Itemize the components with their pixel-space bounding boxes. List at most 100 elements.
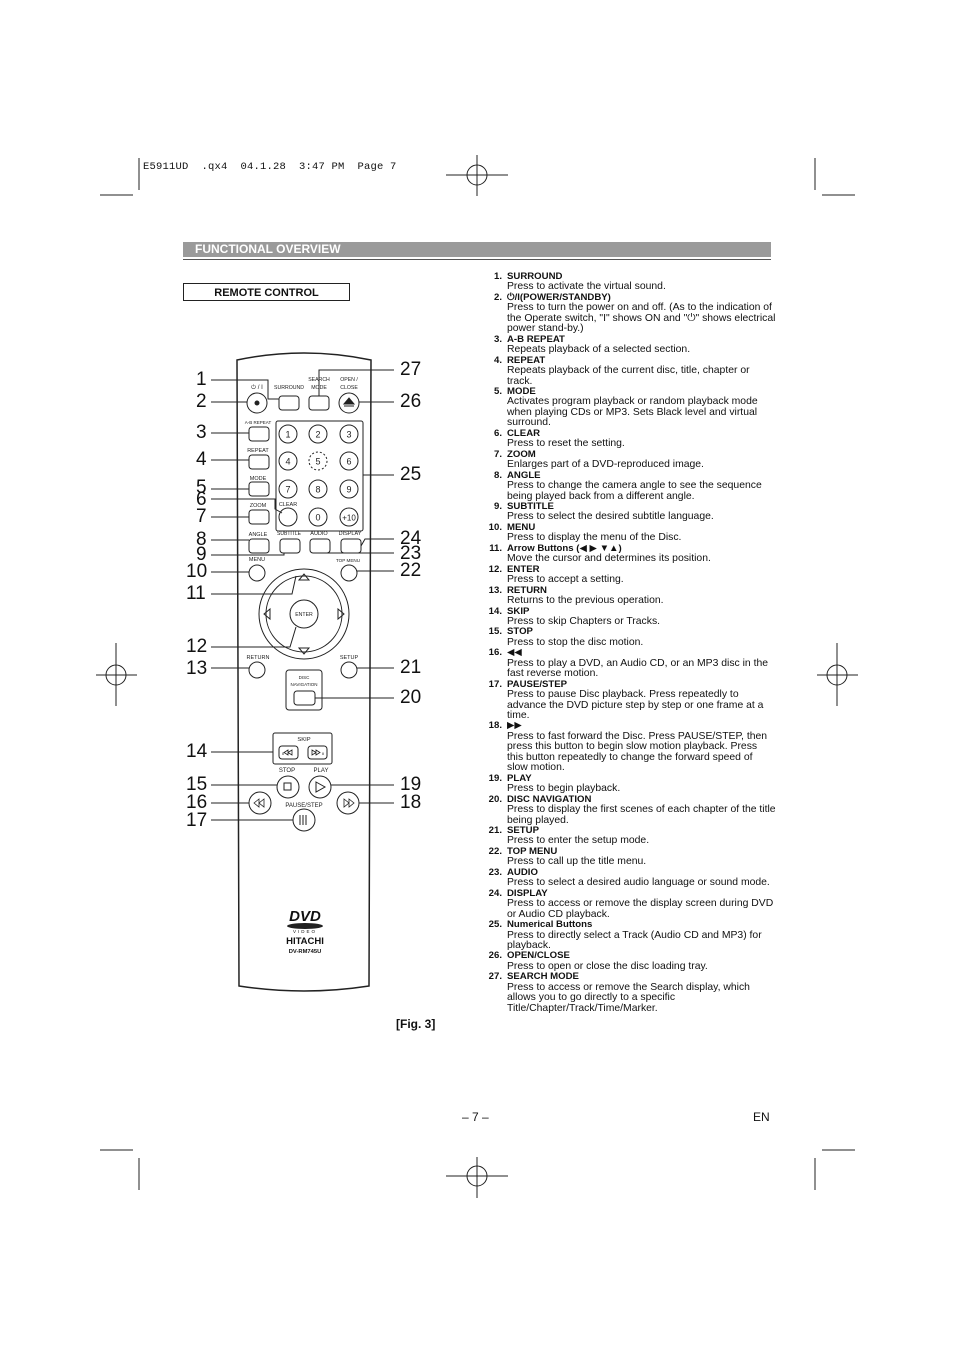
- function-description: Press to pause Disc playback. Press repe…: [507, 689, 764, 722]
- key-5: [308, 451, 328, 471]
- callout-17: 17: [186, 810, 208, 831]
- function-number: 2.: [493, 291, 502, 303]
- disc-nav-label-2: NAVIGATION: [290, 682, 317, 687]
- function-description: Repeats playback of a selected section.: [507, 344, 691, 356]
- callout-5: 5: [196, 477, 207, 498]
- function-title: CLEAR: [507, 427, 541, 439]
- function-title: ◀◀: [507, 647, 522, 659]
- skip-next-button: [307, 745, 328, 760]
- function-description: Move the cursor and determines its posit…: [507, 553, 711, 565]
- key-4: [278, 451, 298, 471]
- function-number: 20.: [488, 793, 502, 805]
- surround-button: [278, 395, 300, 411]
- key-9-label: 9: [346, 485, 351, 495]
- callout-22: 22: [400, 560, 422, 581]
- right-arrow-icon: [337, 607, 345, 621]
- function-number: 24.: [488, 887, 502, 899]
- down-arrow-icon: [297, 647, 311, 655]
- callout-1: 1: [196, 369, 207, 390]
- function-number: 26.: [488, 950, 502, 962]
- angle-label: ANGLE: [249, 532, 268, 538]
- key-2: [308, 424, 328, 444]
- callout-26: 26: [400, 391, 422, 412]
- callout-10: 10: [186, 561, 208, 582]
- function-number: 19.: [488, 772, 502, 784]
- dpad-outer: [258, 568, 350, 660]
- callout-18: 18: [400, 792, 422, 813]
- callout-14: 14: [186, 741, 208, 762]
- key-7-label: 7: [285, 485, 290, 495]
- function-item: 11.Arrow Buttons (◀ ▶ ▼▲)Move the cursor…: [486, 543, 776, 565]
- repeat-button: [248, 454, 270, 470]
- menu-label: MENU: [249, 557, 265, 563]
- stop-button: [276, 775, 300, 799]
- function-description: Repeats playback of the current disc, ti…: [507, 365, 750, 387]
- section-rule: [183, 259, 771, 260]
- skip-frame: [272, 732, 333, 765]
- function-number: 18.: [488, 720, 502, 732]
- callout-8: 8: [196, 529, 207, 550]
- enter-button: [289, 599, 319, 629]
- function-description: Press to select the desired subtitle lan…: [507, 511, 714, 523]
- callout-20: 20: [400, 687, 422, 708]
- function-title: MENU: [507, 521, 536, 533]
- enter-label: ENTER: [295, 612, 313, 618]
- ab-repeat-label: A-B REPEAT: [245, 420, 272, 425]
- function-description: Returns to the previous operation.: [507, 595, 664, 607]
- remote-control-illustration: DVD VIDEO ⏻ / I SURROUND SEARCH MODE OPE…: [211, 352, 394, 992]
- play-label: PLAY: [314, 768, 329, 774]
- function-title: RETURN: [507, 584, 547, 596]
- function-description: Press to turn the power on and off. (As …: [507, 302, 776, 335]
- dvd-logo-text: DVD: [289, 908, 321, 925]
- function-description: Press to display the first scenes of eac…: [507, 804, 776, 826]
- function-number: 1.: [493, 271, 502, 282]
- function-number: 6.: [493, 427, 502, 439]
- function-title: A-B REPEAT: [507, 333, 565, 345]
- function-title: SURROUND: [507, 271, 563, 282]
- clear-label: CLEAR: [279, 502, 297, 508]
- function-number: 9.: [493, 500, 502, 512]
- function-item: 2.⏻/I(POWER/STANDBY)Press to turn the po…: [486, 291, 776, 335]
- function-number: 4.: [493, 354, 502, 366]
- function-description: Press to change the camera angle to see …: [507, 480, 762, 502]
- function-title: OPEN/CLOSE: [507, 950, 570, 962]
- function-description: Press to open or close the disc loading …: [507, 960, 708, 972]
- function-title: REPEAT: [507, 354, 546, 366]
- function-title: SEARCH MODE: [507, 971, 579, 983]
- function-number: 17.: [488, 678, 502, 690]
- surround-label: SURROUND: [274, 385, 304, 391]
- section-bar: [183, 242, 771, 257]
- function-title: SETUP: [507, 825, 539, 837]
- power-label: ⏻ / I: [251, 384, 263, 391]
- callout-15: 15: [186, 774, 208, 795]
- open-close-button: [338, 392, 360, 414]
- function-title: Numerical Buttons: [507, 919, 593, 931]
- function-title: DISC NAVIGATION: [507, 793, 592, 805]
- function-number: 16.: [488, 647, 502, 659]
- left-leader-lines: [211, 379, 297, 821]
- callout-16: 16: [186, 792, 208, 813]
- setup-button: [340, 661, 358, 679]
- key-plus10-label: +10: [342, 514, 356, 523]
- skip-next-icon: [311, 749, 324, 756]
- function-number: 15.: [488, 626, 502, 638]
- play-button: [308, 775, 332, 799]
- function-title: DISPLAY: [507, 887, 548, 899]
- function-description: Press to fast forward the Disc. Press PA…: [507, 730, 768, 774]
- function-item: 16.◀◀Press to play a DVD, an Audio CD, o…: [486, 647, 776, 679]
- callout-7: 7: [196, 506, 207, 527]
- remote-control-label: REMOTE CONTROL: [183, 283, 350, 301]
- function-title: SUBTITLE: [507, 500, 554, 512]
- function-number: 8.: [493, 469, 502, 481]
- function-title: AUDIO: [507, 866, 538, 878]
- callout-19: 19: [400, 774, 422, 795]
- video-logo-text: VIDEO: [293, 929, 317, 934]
